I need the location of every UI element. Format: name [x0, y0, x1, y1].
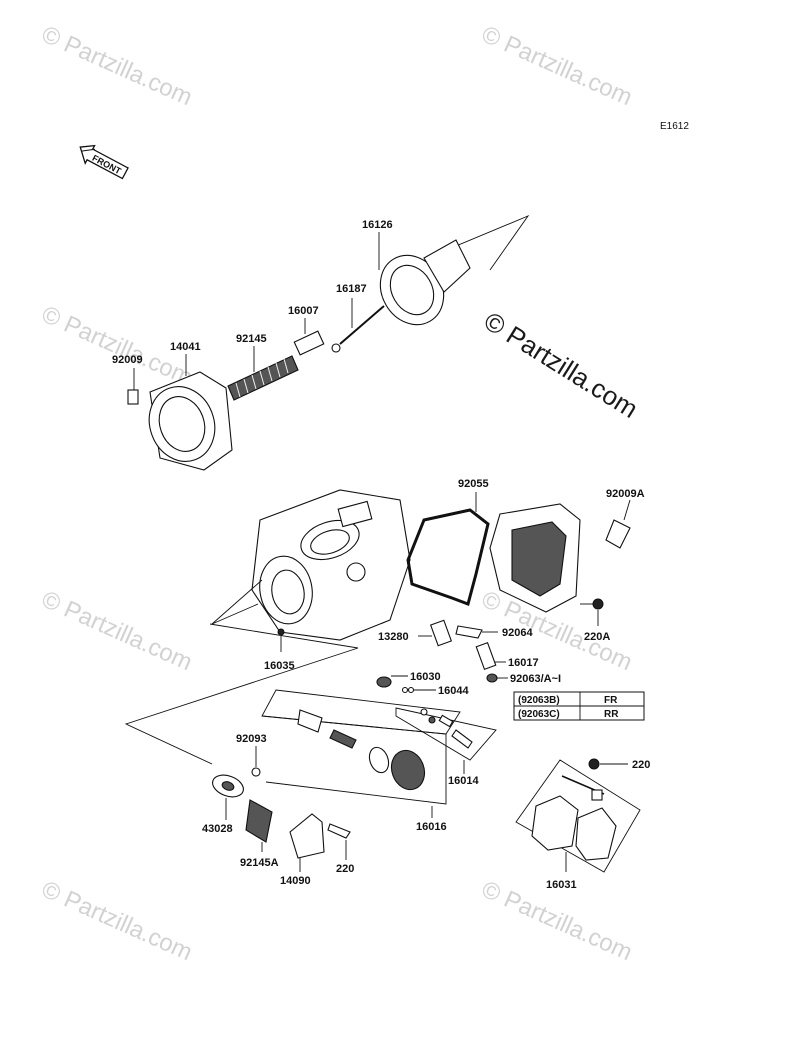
part-16044-drawing [401, 686, 436, 694]
part-label-16030: 16030 [410, 671, 441, 683]
part-16031-drawing [515, 759, 641, 873]
part-label-220: 220 [336, 863, 354, 875]
part-16030-drawing [376, 675, 408, 688]
float-bowl-drawing [489, 503, 581, 613]
part-92009-drawing [127, 368, 139, 405]
variant-code-cell: (92063B) [518, 695, 560, 706]
part-16017-drawing [475, 641, 506, 671]
part-label-220A: 220A [584, 631, 610, 643]
kit-outline-16014 [395, 707, 497, 761]
part-label-92145A: 92145A [240, 857, 279, 869]
diagram-code: E1612 [660, 121, 689, 132]
part-16126-drawing [378, 214, 530, 326]
variant-value-cell: FR [604, 695, 618, 706]
part-13280-drawing [418, 619, 453, 647]
part-label-13280: 13280 [378, 631, 409, 643]
part-92093-drawing [251, 746, 261, 777]
part-label-43028: 43028 [202, 823, 233, 835]
leader-line [124, 623, 359, 765]
part-label-16031: 16031 [546, 879, 577, 891]
watermark-tile: © Partzilla.com [38, 876, 197, 966]
part-16187-drawing [331, 298, 385, 353]
part-220-screw-drawing [588, 758, 628, 770]
part-label-92093: 92093 [236, 733, 267, 745]
part-label-220: 220 [632, 759, 650, 771]
part-label-14090: 14090 [280, 875, 311, 887]
part-label-92055: 92055 [458, 478, 489, 490]
watermark-tile: © Partzilla.com [38, 586, 197, 676]
part-92145A-drawing [245, 799, 273, 852]
part-label-16035: 16035 [264, 660, 295, 672]
part-16014-drawing [420, 708, 473, 774]
part-92064-drawing [455, 625, 498, 639]
watermark-main: © Partzilla.com [479, 306, 643, 424]
part-92063-drawing [486, 673, 508, 683]
part-label-16014: 16014 [448, 775, 479, 787]
part-16007-drawing [293, 318, 325, 356]
part-14041-drawing [148, 354, 233, 471]
part-92009A-drawing [605, 499, 631, 549]
part-label-92009A: 92009A [606, 488, 645, 500]
carburetor-body-drawing [211, 489, 411, 652]
part-92055-drawing [406, 492, 490, 606]
watermark-tile: © Partzilla.com [38, 21, 197, 111]
part-label-92063: 92063/A~I [510, 673, 561, 685]
variant-value-cell: RR [604, 709, 619, 720]
part-label-16007: 16007 [288, 305, 319, 317]
front-arrow-icon: FRONT [79, 144, 129, 180]
part-label-16044: 16044 [438, 685, 469, 697]
variant-code-cell: (92063C) [518, 709, 560, 720]
part-label-16126: 16126 [362, 219, 393, 231]
part-label-16017: 16017 [508, 657, 539, 669]
part-92145-drawing [227, 346, 299, 401]
kit-outline-16016 [261, 689, 461, 735]
variant-table: (92063B) FR (92063C) RR [513, 691, 645, 721]
part-16016-drawing [297, 709, 433, 818]
part-label-92145: 92145 [236, 333, 267, 345]
watermark-tile: © Partzilla.com [478, 21, 637, 111]
part-43028-drawing [212, 774, 244, 820]
part-220A-drawing [580, 598, 604, 626]
part-label-16016: 16016 [416, 821, 447, 833]
part-label-92009: 92009 [112, 354, 143, 366]
kit-outline-16016 [261, 715, 447, 805]
part-label-14041: 14041 [170, 341, 201, 353]
part-label-92064: 92064 [502, 627, 533, 639]
part-label-16187: 16187 [336, 283, 367, 295]
part-14090-drawing [289, 813, 325, 872]
part-220-screw-drawing [327, 823, 351, 860]
